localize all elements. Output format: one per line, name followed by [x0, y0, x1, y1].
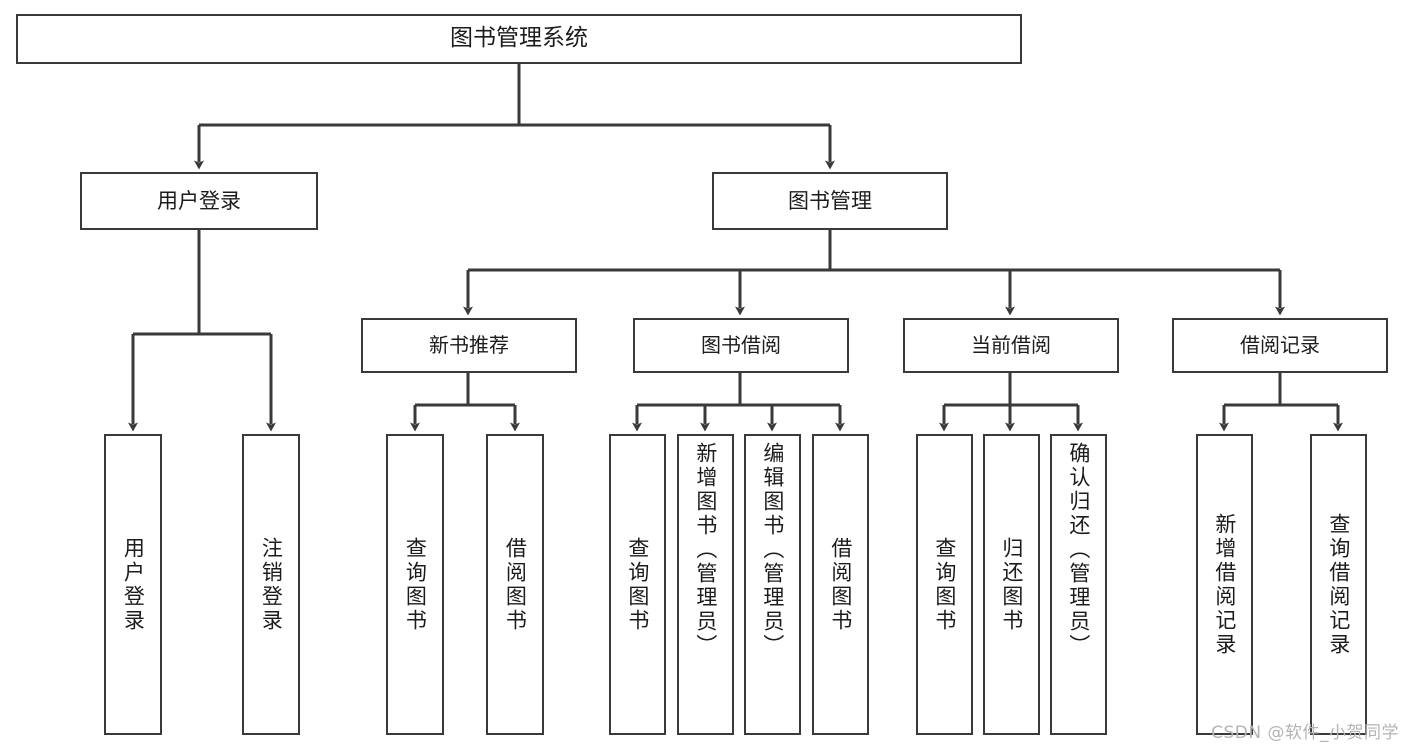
node-label: 新书推荐	[429, 332, 509, 357]
node-label: 图书借阅	[701, 332, 781, 357]
leaf-user-login[interactable]: 用户登录	[104, 434, 162, 735]
node-label: 当前借阅	[971, 332, 1051, 357]
node-label: 确认归还（管理员）	[1066, 442, 1091, 658]
node-label: 查询图书	[625, 536, 650, 633]
node-borrow-record[interactable]: 借阅记录	[1172, 318, 1388, 373]
node-label: 新增图书（管理员）	[693, 442, 718, 658]
node-label: 借阅图书	[828, 536, 853, 633]
leaf-query-borrow-record[interactable]: 查询借阅记录	[1310, 434, 1367, 735]
node-root-system[interactable]: 图书管理系统	[16, 14, 1022, 64]
node-label: 图书管理系统	[450, 25, 588, 52]
leaf-borrow-book-new[interactable]: 借阅图书	[486, 434, 544, 735]
node-label: 借阅图书	[503, 536, 528, 633]
leaf-confirm-return-admin[interactable]: 确认归还（管理员）	[1050, 434, 1107, 735]
node-new-book-recommend[interactable]: 新书推荐	[361, 318, 577, 373]
node-label: 编辑图书（管理员）	[760, 442, 785, 658]
node-label: 图书管理	[788, 188, 872, 213]
node-label: 用户登录	[121, 536, 146, 633]
node-user-login[interactable]: 用户登录	[80, 172, 318, 230]
leaf-edit-book-admin[interactable]: 编辑图书（管理员）	[744, 434, 801, 735]
leaf-query-book-new[interactable]: 查询图书	[386, 434, 444, 735]
leaf-return-book[interactable]: 归还图书	[983, 434, 1040, 735]
node-label: 新增借阅记录	[1212, 512, 1237, 657]
leaf-borrow-book[interactable]: 借阅图书	[812, 434, 869, 735]
node-label: 查询图书	[403, 536, 428, 633]
node-current-borrow[interactable]: 当前借阅	[903, 318, 1119, 373]
node-book-borrow[interactable]: 图书借阅	[633, 318, 849, 373]
leaf-user-logout[interactable]: 注销登录	[242, 434, 300, 735]
node-label: 查询图书	[932, 536, 957, 633]
leaf-add-book-admin[interactable]: 新增图书（管理员）	[677, 434, 734, 735]
leaf-add-borrow-record[interactable]: 新增借阅记录	[1196, 434, 1253, 735]
watermark: CSDN @软件_小贺同学	[1211, 723, 1399, 743]
node-label: 归还图书	[999, 536, 1024, 633]
node-label: 注销登录	[259, 536, 284, 633]
leaf-query-book-borrow[interactable]: 查询图书	[609, 434, 666, 735]
node-book-management[interactable]: 图书管理	[712, 172, 948, 230]
node-label: 查询借阅记录	[1326, 512, 1351, 657]
leaf-query-book-current[interactable]: 查询图书	[916, 434, 973, 735]
node-label: 借阅记录	[1240, 332, 1320, 357]
node-label: 用户登录	[157, 188, 241, 213]
